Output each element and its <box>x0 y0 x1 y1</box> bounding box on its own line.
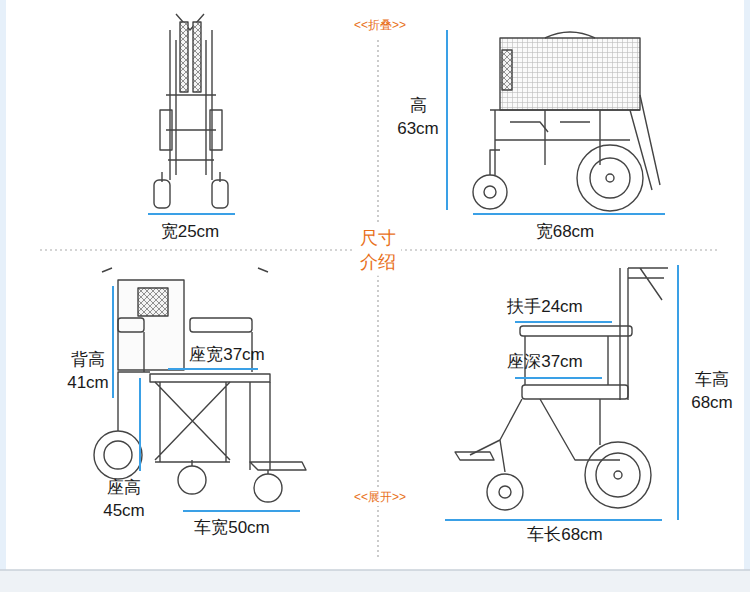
side-band <box>744 0 750 592</box>
dimension-label: 车长68cm <box>527 524 603 547</box>
dimension-label: 座深37cm <box>507 351 583 374</box>
dimension-label: 车宽50cm <box>194 517 270 540</box>
section-tag: <<折叠>> <box>351 16 409 34</box>
divider <box>377 40 378 560</box>
dimension-label: 宽25cm <box>161 221 220 244</box>
dimension-lines <box>113 30 678 520</box>
bottom-band <box>0 570 750 592</box>
dimension-label: 高 63cm <box>396 95 440 141</box>
bottom-rule <box>0 569 750 571</box>
dimension-label: 座宽37cm <box>189 344 265 367</box>
dimension-label: 车高 68cm <box>690 369 734 415</box>
section-title: 尺寸 介绍 <box>355 225 401 276</box>
section-tag: <<展开>> <box>351 488 409 506</box>
side-band <box>0 0 6 592</box>
dimension-label: 宽68cm <box>536 221 595 244</box>
dimension-label: 座高 45cm <box>102 477 146 523</box>
dimension-label: 背高 41cm <box>66 349 110 395</box>
dimension-label: 扶手24cm <box>507 296 583 319</box>
sketch <box>94 14 668 510</box>
